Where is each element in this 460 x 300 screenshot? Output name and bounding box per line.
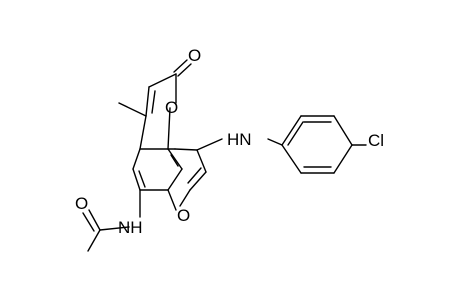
- bond-c3-c4-b: [151, 90, 156, 114]
- bond-c2-o-exo-b: [173, 59, 188, 73]
- bond-c2-c3: [148, 73, 177, 88]
- bond-c4-methyl: [118, 102, 147, 117]
- bond-c2-o-exo-a: [177, 63, 192, 77]
- bond-o1-c8a: [167, 107, 171, 150]
- bond-c4a-c5: [132, 148, 141, 170]
- bond-nh-ar1: [267, 138, 283, 146]
- bond-c7-c7a: [167, 168, 183, 191]
- atom-o-furan: O: [177, 206, 190, 225]
- atom-o-amide: O: [75, 194, 88, 213]
- bond-nh-carbonyl: [99, 226, 130, 231]
- bond-ar3-ar4: [333, 115, 353, 146]
- atom-o-carbonyl: O: [188, 46, 201, 65]
- bond-c9a-nh: [196, 138, 223, 151]
- atom-cl: Cl: [368, 131, 384, 150]
- bond-ar6-ar1: [281, 144, 302, 174]
- atom-o-lactone: O: [165, 98, 178, 117]
- bond-c4-c4a: [139, 115, 147, 150]
- bond-carbonyl-methyl: [87, 229, 101, 252]
- bond-c9a-c3f: [196, 149, 207, 173]
- bond-c3f-c2f-b: [187, 167, 202, 184]
- bond-c8a-c9-inner: [170, 154, 179, 167]
- bond-ar4-ar5: [333, 144, 353, 174]
- bond-c2f-ofuran: [179, 189, 191, 207]
- bond-ar1-ar2-inner: [287, 121, 304, 146]
- bond-ofuran-c7: [167, 189, 177, 211]
- bond-c5-c6-a: [132, 168, 141, 191]
- atom-nh-amide: NH: [118, 218, 143, 237]
- atom-nh-aryl: HN: [227, 130, 252, 149]
- bond-c3f-c2f-a: [189, 171, 207, 191]
- bond-carbonyl-o-b: [82, 212, 95, 232]
- bond-c3-c4-a: [145, 86, 150, 117]
- bond-c9-c9a: [174, 148, 198, 151]
- bond-c7a-c8a: [167, 148, 183, 170]
- bond-ar1-ar2: [281, 115, 302, 146]
- bond-carbonyl-o-a: [88, 209, 101, 231]
- bond-c5-c6-b: [138, 170, 146, 188]
